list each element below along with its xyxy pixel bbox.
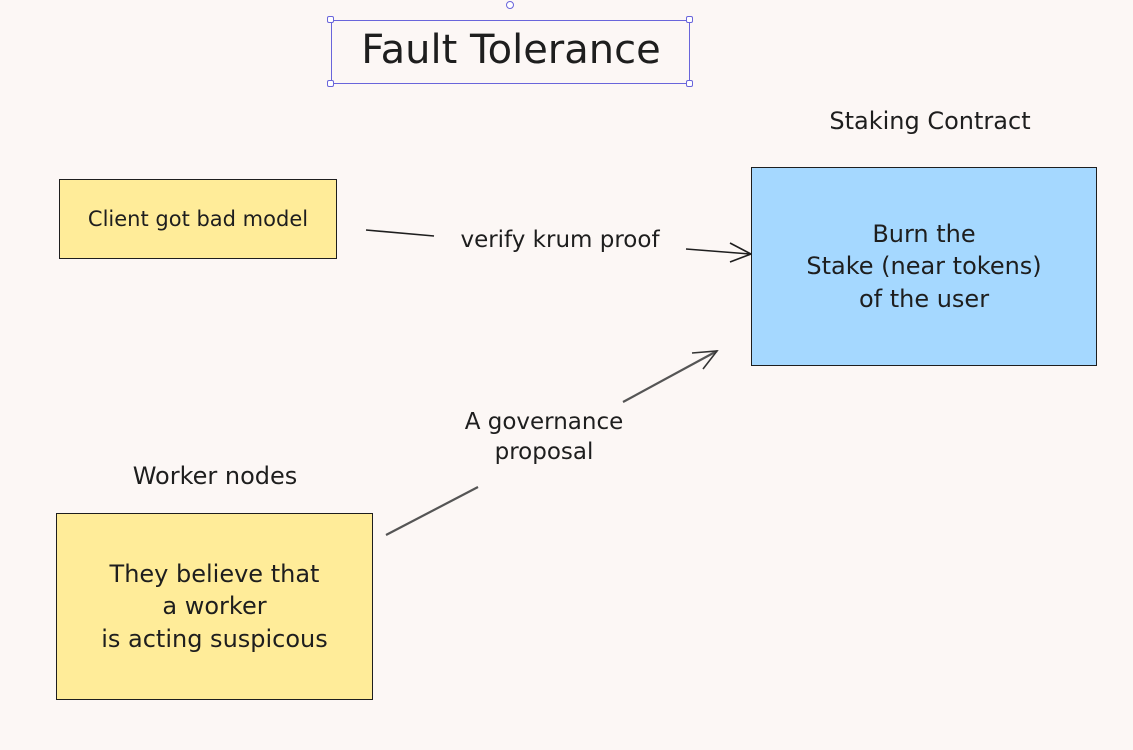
worker-node[interactable]: They believe that a worker is acting sus… — [56, 513, 373, 700]
staking-contract-label: Staking Contract — [829, 107, 1031, 135]
client-node[interactable]: Client got bad model — [59, 179, 337, 259]
verify-edge-label[interactable]: verify krum proof — [460, 227, 660, 253]
selection-frame — [331, 20, 690, 84]
arrowhead-icon — [691, 350, 719, 370]
governance-edge-label[interactable]: A governance proposal — [464, 409, 624, 465]
arrow-governance[interactable] — [385, 350, 719, 536]
resize-handle-nw[interactable] — [327, 16, 334, 23]
worker-nodes-label: Worker nodes — [132, 462, 298, 490]
resize-handle-sw[interactable] — [327, 80, 334, 87]
diagram-title[interactable]: Fault Tolerance — [361, 27, 661, 73]
rotate-handle[interactable] — [506, 1, 514, 9]
resize-handle-se[interactable] — [686, 80, 693, 87]
staking-contract-node[interactable]: Burn the Stake (near tokens) of the user — [751, 167, 1097, 366]
resize-handle-ne[interactable] — [686, 16, 693, 23]
